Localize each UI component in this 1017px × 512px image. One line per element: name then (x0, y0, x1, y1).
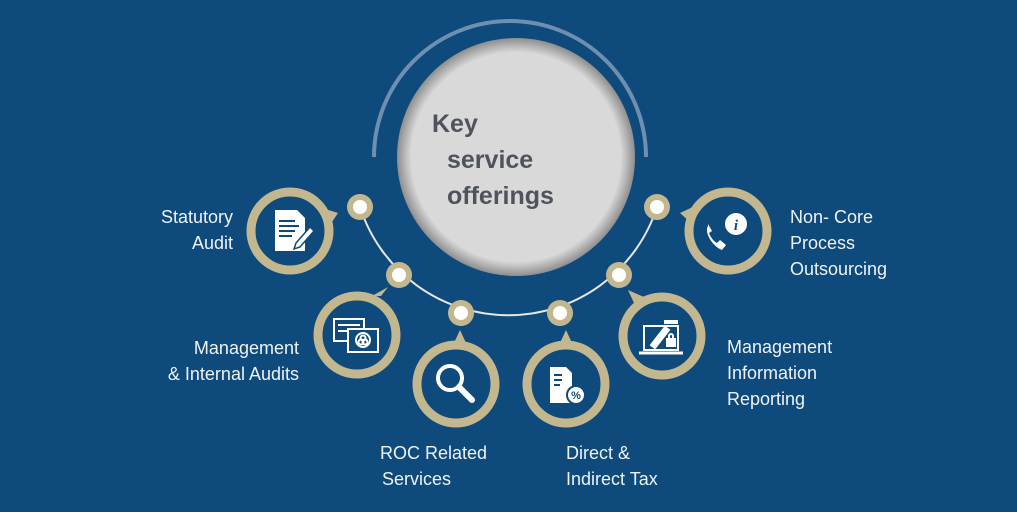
tax-document-icon: % (550, 367, 586, 405)
outer-arc (372, 19, 648, 158)
document-edit-icon (275, 210, 316, 251)
dot (606, 262, 632, 288)
magnifier-icon (436, 364, 475, 403)
svg-text:%: % (571, 390, 581, 402)
phone-info-icon: i (706, 213, 747, 250)
label-line: ROC Related (380, 443, 488, 463)
title-line-2: service (447, 146, 534, 174)
audit-report-icon (333, 318, 379, 353)
dot (644, 194, 670, 220)
title-line-1: Key (432, 110, 478, 138)
connector-dots (347, 194, 670, 326)
label-line: Non- Core (790, 207, 874, 227)
label-non-core-process-outsourcing: Non- Core Process Outsourcing (790, 204, 887, 282)
label-direct-indirect-tax: Direct & Indirect Tax (566, 440, 658, 492)
label-line: Audit (191, 233, 233, 253)
connector-arc (359, 206, 658, 317)
title-line-3: offerings (447, 182, 554, 210)
dot (386, 262, 412, 288)
svg-text:i: i (734, 218, 739, 234)
label-line: Management (727, 337, 833, 357)
dot (347, 194, 373, 220)
label-line: Management (193, 338, 299, 358)
dot (448, 300, 474, 326)
secure-laptop-icon (639, 320, 683, 355)
ring-roc (412, 340, 500, 428)
label-line: Statutory (160, 207, 233, 227)
center-circle (397, 38, 635, 276)
label-line: Reporting (727, 389, 806, 409)
label-statutory-audit: Statutory Audit (161, 204, 233, 256)
label-roc-related-services: ROC Related Services (380, 440, 487, 492)
dot (547, 300, 573, 326)
label-management-information-reporting: Management Information Reporting (727, 334, 832, 412)
label-line: Information (727, 363, 818, 383)
label-line: & Internal Audits (167, 364, 299, 384)
label-line: Outsourcing (790, 259, 888, 279)
label-line: Direct & (566, 443, 631, 463)
label-line: Process (790, 233, 856, 253)
label-line: Indirect Tax (566, 469, 658, 489)
label-line: Services (382, 469, 452, 489)
label-management-internal-audits: Management & Internal Audits (168, 335, 299, 387)
